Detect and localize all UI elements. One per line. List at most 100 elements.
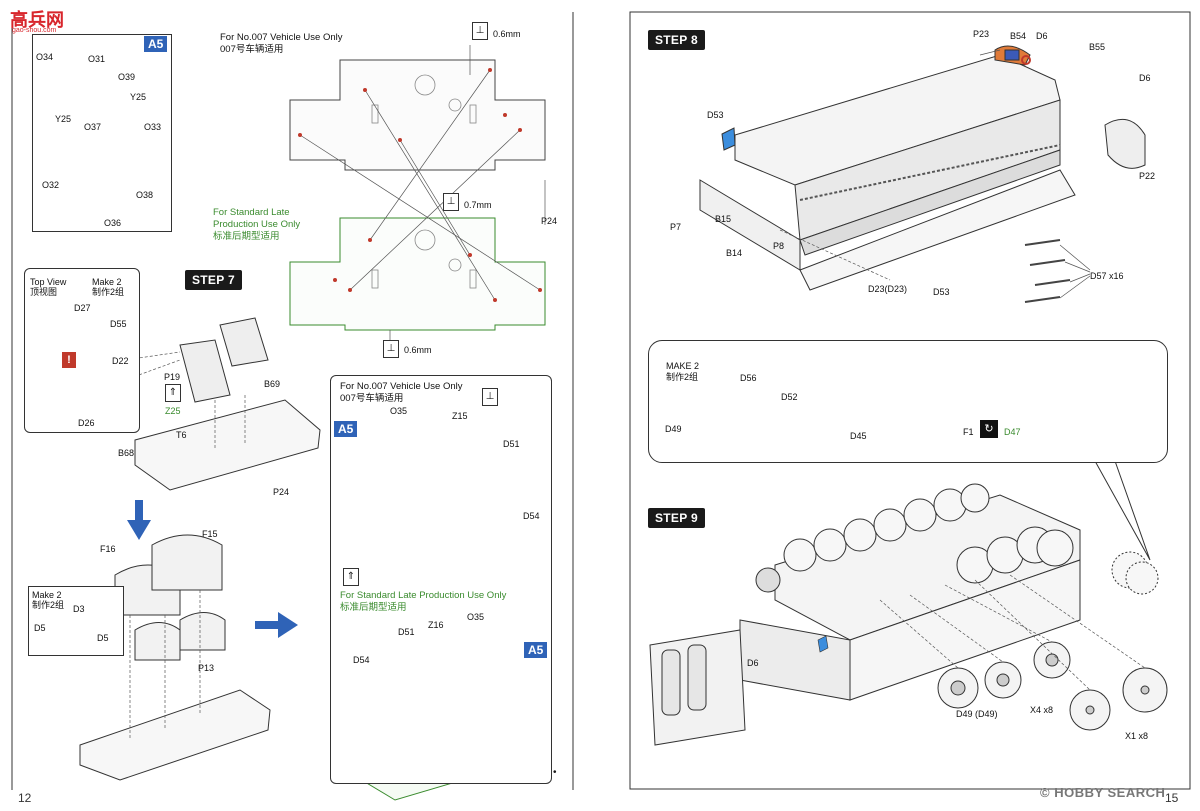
step7-leaders xyxy=(124,351,246,450)
part-label: O34 xyxy=(36,52,54,62)
part-label: D54 xyxy=(353,655,370,665)
caution-icon: ! xyxy=(62,352,76,368)
part-label: T6 xyxy=(176,430,187,440)
part-label: B68 xyxy=(118,448,135,458)
hull-plate-standard xyxy=(289,217,546,331)
part-label: F15 xyxy=(202,529,218,539)
inset-callout-tail xyxy=(1094,460,1151,561)
part-label: D49 (D49) xyxy=(956,709,998,719)
step7-exhaust-drawing xyxy=(134,317,321,491)
part-label: D6 xyxy=(747,658,759,668)
step8-track-chain xyxy=(799,144,1061,201)
hull-plate-details xyxy=(371,74,477,289)
standard-note-cn: 标准后期型适用 xyxy=(340,602,407,613)
part-label: F16 xyxy=(100,544,116,554)
part-label: X4 x8 xyxy=(1030,705,1054,715)
part-label: D47 xyxy=(1004,427,1021,437)
blue-arrow-down xyxy=(127,500,151,540)
make2-label-cn: 制作2组 xyxy=(32,600,65,610)
no007-note-en: For No.007 Vehicle Use Only xyxy=(340,381,463,392)
part-label: B15 xyxy=(715,214,732,224)
drill-size-label: 0.7mm xyxy=(464,200,492,210)
make2-label-cn: 制作2组 xyxy=(92,287,125,297)
part-label: D54 xyxy=(523,511,540,521)
part-label: O33 xyxy=(144,122,162,132)
hobby-search-watermark: © HOBBY SEARCH xyxy=(1040,785,1166,800)
part-label: D56 xyxy=(740,373,757,383)
top-view-panel xyxy=(24,268,140,433)
part-label: D52 xyxy=(781,392,798,402)
drill-icon: ⊥ xyxy=(443,193,459,211)
part-label: D49 xyxy=(665,424,682,434)
step9-blue-part xyxy=(817,635,829,653)
part-label: D53 xyxy=(707,110,724,120)
blue-arrow-right xyxy=(255,612,298,638)
part-label: B14 xyxy=(726,248,743,258)
part-label: B69 xyxy=(264,379,281,389)
page-number-right: 15 xyxy=(1165,791,1179,805)
part-label: D22 xyxy=(112,356,129,366)
drill-icon: ⊥ xyxy=(383,340,399,358)
step8-leader-lines xyxy=(779,49,1091,299)
part-label: Y25 xyxy=(130,92,147,102)
part-label: O38 xyxy=(136,190,154,200)
step9-axle-leaders xyxy=(879,574,1146,691)
part-label: P7 xyxy=(670,222,682,232)
part-label: D57 x16 xyxy=(1090,271,1124,281)
part-label: D53 xyxy=(933,287,950,297)
no007-note-cn: 007号车辆适用 xyxy=(340,393,404,404)
drill-icon: ⊥ xyxy=(472,22,488,40)
part-label: O31 xyxy=(88,54,106,64)
wheel-subassembly-panel xyxy=(648,340,1168,463)
step9-loose-wheels xyxy=(937,641,1168,731)
step9-road-wheels xyxy=(755,483,1159,595)
part-label: D51 xyxy=(503,439,520,449)
drill-holes xyxy=(298,68,542,302)
part-label: D6 xyxy=(1036,31,1048,41)
no007-note-en: For No.007 Vehicle Use Only xyxy=(220,32,343,43)
a5-callout-badge: A5 xyxy=(144,36,168,52)
part-label: D27 xyxy=(74,303,91,313)
part-label: P24 xyxy=(541,216,558,226)
standard-note-cn: 标准后期型适用 xyxy=(213,231,280,242)
make2-subassembly-panel xyxy=(28,586,124,656)
part-label: D23(D23) xyxy=(868,284,908,294)
part-label: D45 xyxy=(850,431,867,441)
part-label: P8 xyxy=(773,241,785,251)
rotate-part-icon: ↻ xyxy=(980,420,998,438)
part-label: O39 xyxy=(118,72,136,82)
drill-point-leaders xyxy=(299,45,546,345)
corner-mark: • xyxy=(553,767,557,778)
step8-suspension-arms xyxy=(1024,239,1071,303)
site-logo: 高兵网 xyxy=(10,10,64,30)
variant-inset-panel xyxy=(330,375,552,784)
part-label: P24 xyxy=(273,487,290,497)
part-label: O37 xyxy=(84,122,102,132)
standard-note-en-2: Production Use Only xyxy=(213,219,301,230)
step7-lower-drawing xyxy=(44,534,271,781)
part-label: F1 xyxy=(963,427,974,437)
part-label: D3 xyxy=(73,604,85,614)
a5-callout-badge: A5 xyxy=(524,642,548,658)
standard-note-en-1: For Standard Late xyxy=(213,207,290,218)
part-label: Z16 xyxy=(428,620,444,630)
part-label: D55 xyxy=(110,319,127,329)
part-label: B55 xyxy=(1089,42,1106,52)
part-label: X1 x8 xyxy=(1125,731,1149,741)
drill-size-label: 0.6mm xyxy=(404,345,432,355)
make2-label-caps: MAKE 2 xyxy=(666,361,700,371)
make2-label-cn: 制作2组 xyxy=(666,372,699,382)
step7-lower-leaders xyxy=(129,590,201,740)
step-8-header: STEP 8 xyxy=(648,30,705,50)
part-label: B54 xyxy=(1010,31,1027,41)
part-label: D5 xyxy=(97,633,109,643)
part-label: P22 xyxy=(1139,171,1156,181)
right-page-border xyxy=(629,11,1191,790)
part-label: Y25 xyxy=(55,114,72,124)
make2-label-en: Make 2 xyxy=(32,590,62,600)
part-label: Z15 xyxy=(452,411,468,421)
drill-size-label: 0.6mm xyxy=(493,29,521,39)
a5-callout-badge: A5 xyxy=(334,421,358,437)
step-9-header: STEP 9 xyxy=(648,508,705,528)
part-label: P19 xyxy=(164,372,181,382)
